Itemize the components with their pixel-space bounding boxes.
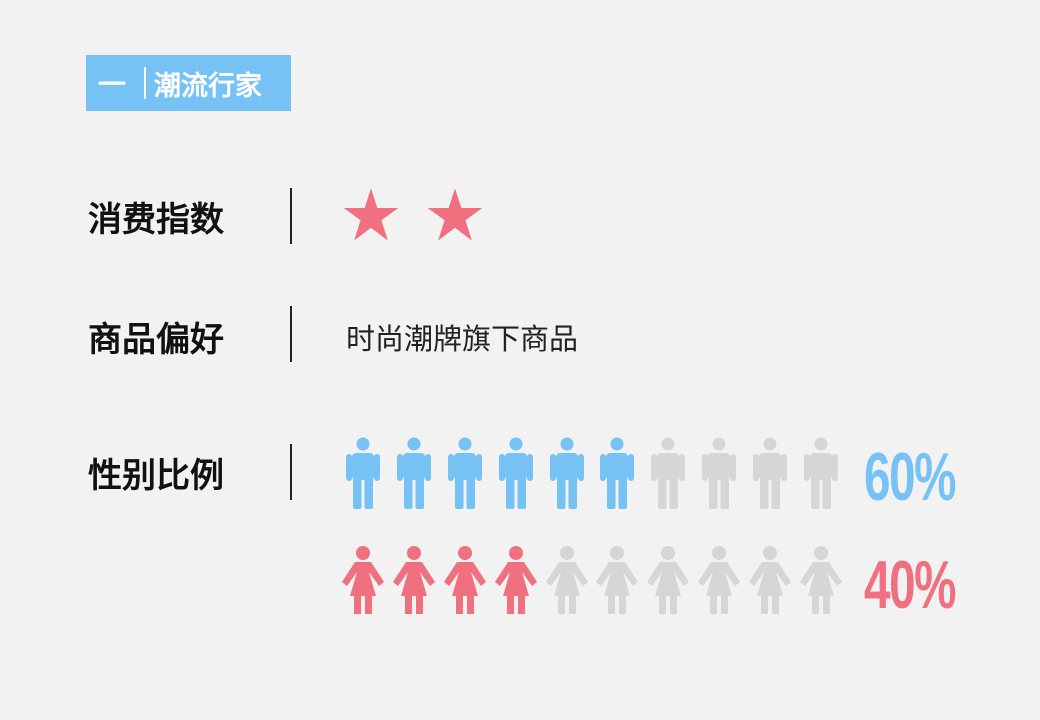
section-number: 一 <box>98 68 126 101</box>
male-person-icon <box>338 436 389 510</box>
female-person-icon <box>795 544 846 618</box>
male-person-icon <box>744 436 795 510</box>
male-person-icon <box>592 436 643 510</box>
male-percentage: 60% <box>864 439 956 515</box>
preference-divider <box>290 306 292 362</box>
section-header: 一 潮流行家 <box>86 55 291 111</box>
star-icon <box>343 188 399 241</box>
female-person-icon <box>592 544 643 618</box>
female-icon-row <box>338 544 846 618</box>
male-person-icon <box>795 436 846 510</box>
male-icon-row <box>338 436 846 510</box>
male-person-icon <box>541 436 592 510</box>
male-person-icon <box>694 436 745 510</box>
female-person-icon <box>744 544 795 618</box>
female-person-icon <box>440 544 491 618</box>
product-preference-value: 时尚潮牌旗下商品 <box>346 322 579 356</box>
section-divider <box>144 67 146 99</box>
section-title: 潮流行家 <box>154 70 262 102</box>
product-preference-label: 商品偏好 <box>88 320 224 360</box>
male-person-icon <box>440 436 491 510</box>
male-person-icon <box>389 436 440 510</box>
female-percentage: 40% <box>864 547 956 623</box>
star-icon <box>427 188 483 241</box>
female-person-icon <box>541 544 592 618</box>
male-person-icon <box>643 436 694 510</box>
female-person-icon <box>694 544 745 618</box>
female-person-icon <box>643 544 694 618</box>
consumption-index-label: 消费指数 <box>88 200 224 240</box>
female-person-icon <box>338 544 389 618</box>
consumption-divider <box>290 188 292 244</box>
gender-ratio-label: 性别比例 <box>88 456 224 496</box>
female-person-icon <box>490 544 541 618</box>
consumption-stars <box>342 186 484 248</box>
female-person-icon <box>389 544 440 618</box>
male-person-icon <box>490 436 541 510</box>
gender-divider <box>290 444 292 500</box>
